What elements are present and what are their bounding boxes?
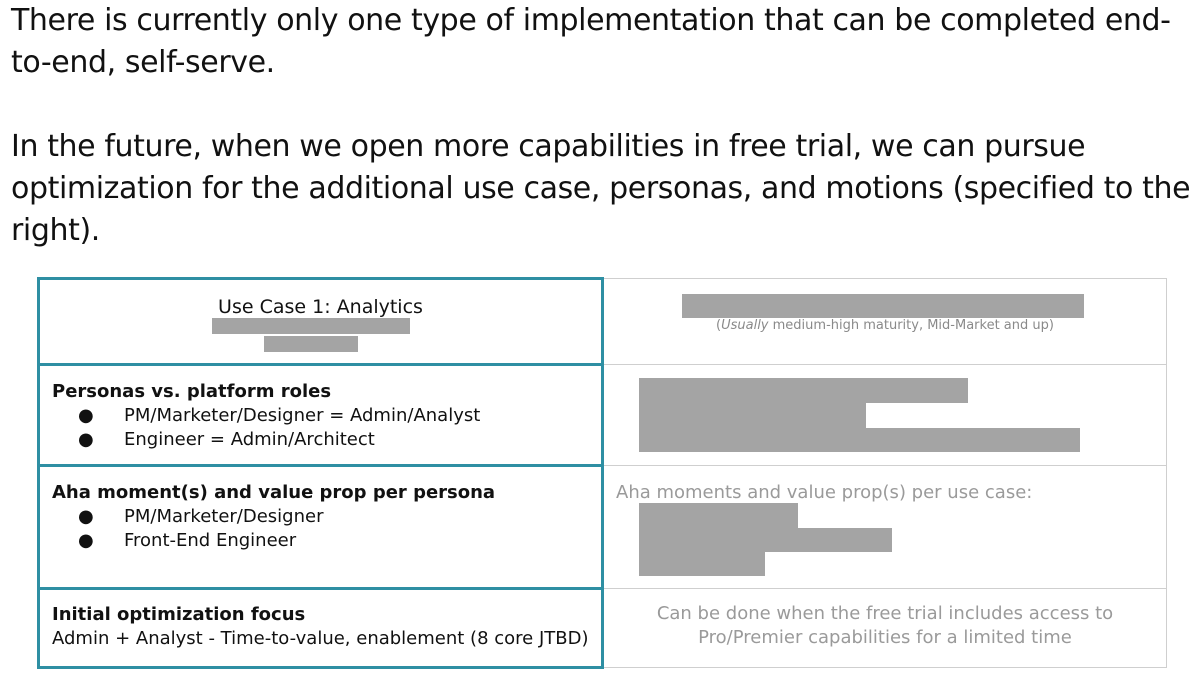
future-optimization-cell: Can be done when the free trial includes… <box>602 588 1167 668</box>
future-personas-cell <box>602 364 1167 466</box>
redacted-block <box>639 503 798 528</box>
aha-moments-cell: Aha moment(s) and value prop per persona… <box>37 464 604 590</box>
list-item: ●PM/Marketer/Designer = Admin/Analyst <box>78 405 481 426</box>
table-row: Initial optimization focus Admin + Analy… <box>37 587 1167 669</box>
optimization-focus-cell: Initial optimization focus Admin + Analy… <box>37 587 604 669</box>
redacted-block <box>639 378 968 403</box>
redacted-block <box>682 294 1084 318</box>
table-row: Personas vs. platform roles ●PM/Marketer… <box>37 363 1167 467</box>
optimization-focus-text: Admin + Analyst - Time-to-value, enablem… <box>52 628 589 649</box>
future-optimization-note: Can be done when the free trial includes… <box>656 603 1114 648</box>
aha-moments-title: Aha moment(s) and value prop per persona <box>52 482 496 503</box>
redacted-block <box>264 336 358 352</box>
intro-paragraph-1: There is currently only one type of impl… <box>11 3 1171 80</box>
optimization-focus-title: Initial optimization focus <box>52 604 306 625</box>
aha-moments-list: ●PM/Marketer/Designer ●Front-End Enginee… <box>52 505 589 553</box>
personas-title: Personas vs. platform roles <box>52 381 332 402</box>
redacted-block <box>639 403 866 428</box>
list-item: ●Engineer = Admin/Architect <box>78 429 375 450</box>
future-aha-moments-cell: Aha moments and value prop(s) per use ca… <box>602 465 1167 589</box>
table-row: Use Case 1: Analytics (Usually medium-hi… <box>37 277 1167 366</box>
aha-moments-heading: Aha moments and value prop(s) per use ca… <box>616 482 1033 503</box>
redacted-block <box>639 528 892 552</box>
redacted-block <box>639 428 1080 452</box>
list-item: ●PM/Marketer/Designer <box>78 506 324 527</box>
redacted-block <box>639 552 765 576</box>
use-case-title: Use Case 1: Analytics <box>218 296 423 318</box>
list-item: ●Front-End Engineer <box>78 530 297 551</box>
table-row: Aha moment(s) and value prop per persona… <box>37 464 1167 590</box>
redacted-block <box>212 318 410 334</box>
personas-cell: Personas vs. platform roles ●PM/Marketer… <box>37 363 604 467</box>
future-use-case-cell: (Usually medium-high maturity, Mid-Marke… <box>602 278 1167 365</box>
comparison-table: Use Case 1: Analytics (Usually medium-hi… <box>37 277 1167 669</box>
use-case-cell: Use Case 1: Analytics <box>37 277 604 366</box>
maturity-note: (Usually medium-high maturity, Mid-Marke… <box>716 318 1054 333</box>
intro-text: There is currently only one type of impl… <box>11 0 1191 252</box>
personas-list: ●PM/Marketer/Designer = Admin/Analyst ●E… <box>52 404 589 452</box>
intro-paragraph-2: In the future, when we open more capabil… <box>11 129 1191 248</box>
